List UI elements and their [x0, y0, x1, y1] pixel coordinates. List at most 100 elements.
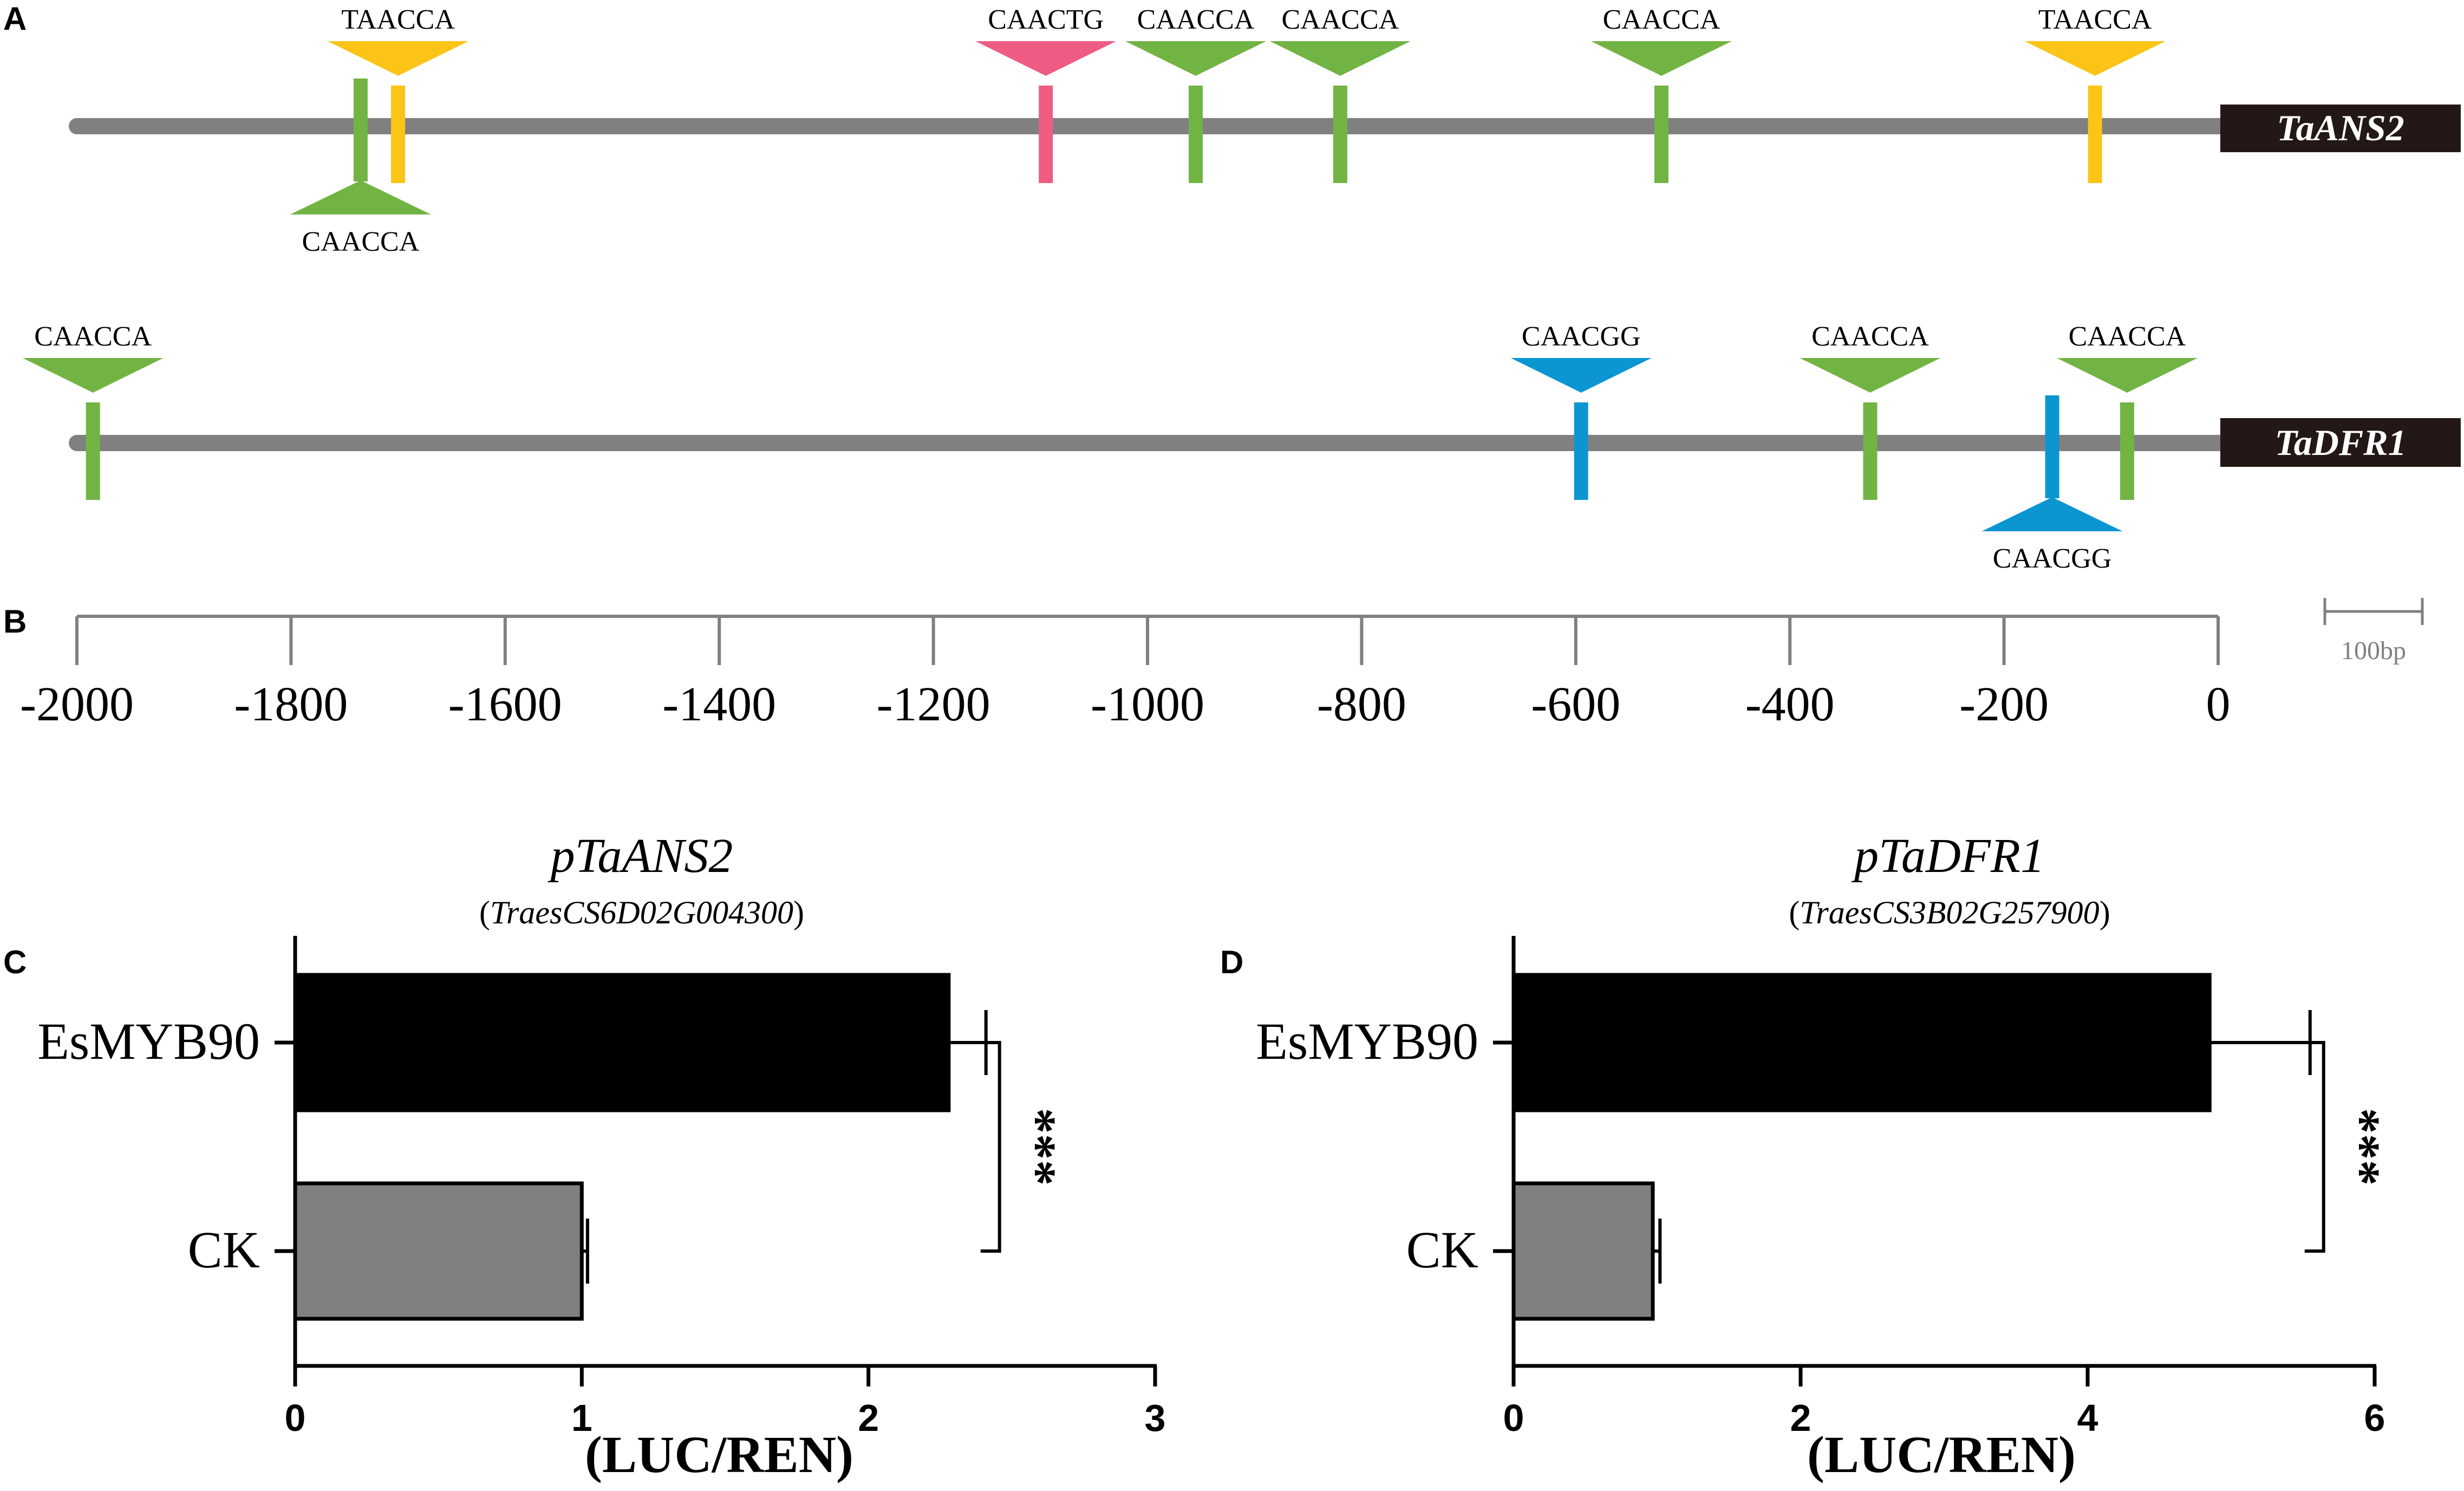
significance-label: ***: [2333, 1108, 2391, 1186]
motif-marker: [1125, 41, 1266, 76]
motif-site: [1800, 358, 1941, 500]
x-tick-label: 6: [2364, 1397, 2385, 1439]
motif-site: [1269, 41, 1411, 183]
bar-esmyb90: [293, 973, 951, 1112]
ruler-ticks: -2000-1800-1600-1400-1200-1000-800-600-4…: [20, 616, 2231, 731]
motif-site: [1125, 41, 1266, 183]
motif-site: [290, 79, 431, 214]
motif-stem: [1574, 402, 1588, 500]
motif-marker: [1510, 358, 1652, 393]
x-tick-label: 3: [1145, 1397, 1166, 1439]
y-tick-label: EsMYB90: [1256, 1012, 1478, 1070]
motif-stem: [1863, 402, 1878, 500]
motif-stem: [1654, 86, 1668, 183]
ruler-tick-label: -400: [1745, 678, 1835, 731]
motif-marker: [1590, 41, 1732, 76]
motif-marker: [2024, 41, 2166, 76]
x-tick-label: 2: [858, 1397, 879, 1439]
motif-site: [1981, 395, 2123, 531]
ruler-tick-label: -600: [1531, 678, 1620, 731]
motif-stem: [353, 79, 368, 181]
motif-marker: [1981, 497, 2123, 531]
x-axis-label: (LUC/REN): [585, 1425, 853, 1483]
ruler-tick-label: -1000: [1091, 678, 1204, 731]
motif-stem: [2120, 402, 2134, 500]
position-ruler: -2000-1800-1600-1400-1200-1000-800-600-4…: [20, 598, 2424, 731]
motif-site: [328, 41, 469, 183]
ruler-tick-label: -1600: [448, 678, 562, 731]
x-tick-label: 2: [1790, 1397, 1811, 1439]
motif-site: [1510, 358, 1652, 500]
motif-site: [2024, 41, 2166, 183]
ruler-tick-label: 0: [2206, 678, 2231, 731]
motif-label: CAACCA: [1603, 4, 1720, 35]
motif-sites: TAACCA CAACCA CAACTG CAACCA CAACCA CAACCA TAAC…: [290, 4, 2166, 257]
significance-bracket: [980, 1041, 1001, 1253]
bar-ck: [293, 1181, 584, 1321]
ruler-tick-label: -1800: [234, 678, 348, 731]
motif-marker: [1800, 358, 1941, 393]
motif-label: CAACCA: [2069, 321, 2186, 352]
motif-site: [2056, 358, 2198, 500]
x-tick-label: 0: [285, 1397, 306, 1439]
gene-name-taans2: TaANS2: [2277, 107, 2404, 148]
significance-bracket: [2304, 1041, 2325, 1253]
bar-ck: [1511, 1181, 1655, 1321]
chart-subtitle-text: TraesCS3B02G257900: [1800, 895, 2099, 930]
motif-stem: [86, 402, 100, 500]
motif-stem: [2088, 86, 2102, 183]
panel-letter-b: B: [3, 603, 27, 640]
chart-subtitle-text: TraesCS6D02G004300: [490, 895, 793, 930]
motif-stem: [2045, 395, 2059, 498]
motif-site: [975, 41, 1117, 183]
x-tick-label: 0: [1503, 1397, 1524, 1439]
x-tick-label: 1: [571, 1397, 592, 1439]
bar-esmyb90: [1511, 973, 2212, 1112]
scale-bar-label: 100bp: [2341, 636, 2406, 665]
motif-label: TAACCA: [2038, 4, 2152, 35]
ruler-tick-label: -800: [1317, 678, 1406, 731]
motif-site: [22, 358, 164, 500]
motif-marker: [290, 180, 431, 214]
significance-label: ***: [1009, 1108, 1067, 1186]
motif-label: CAACTG: [988, 4, 1104, 35]
motif-label: TAACCA: [341, 4, 455, 35]
gene-box: [2220, 105, 2461, 152]
y-tick-label: CK: [1406, 1221, 1478, 1279]
motif-marker: [328, 41, 469, 76]
motif-stem: [1188, 86, 1203, 183]
motif-marker: [22, 358, 164, 393]
x-axis-label: (LUC/REN): [1807, 1425, 2076, 1483]
motif-label: CAACCA: [1811, 321, 1929, 352]
chart-subtitle: (TraesCS3B02G257900): [1789, 895, 2110, 930]
motif-stem: [1039, 86, 1053, 183]
panel-letter-c: C: [3, 944, 27, 980]
motif-stem: [1333, 86, 1347, 183]
x-tick-label: 4: [2077, 1397, 2098, 1439]
motif-label: CAACCA: [302, 226, 420, 257]
ruler-tick-label: -1200: [877, 678, 990, 731]
ruler-tick-label: -1400: [662, 678, 776, 731]
motif-marker: [975, 41, 1117, 76]
motif-marker: [2056, 358, 2198, 393]
chart-subtitle: (TraesCS6D02G004300): [479, 895, 804, 930]
motif-label: CAACGG: [1522, 321, 1641, 352]
motif-label: CAACCA: [34, 321, 152, 352]
motif-label: CAACCA: [1282, 4, 1399, 35]
chart-title: pTaANS2: [547, 829, 733, 883]
ruler-tick-label: -2000: [20, 678, 134, 731]
motif-label: CAACCA: [1137, 4, 1255, 35]
promoter-map-taans2: TaANS2 TAACCA CAACCA CAACTG CAACCA CAACCA CAA…: [69, 4, 2461, 257]
panel-letter-d: D: [1220, 944, 1243, 980]
scale-bar: 100bp: [2323, 598, 2424, 665]
motif-stem: [391, 86, 406, 183]
y-tick-label: CK: [188, 1221, 260, 1279]
ruler-tick-label: -200: [1959, 678, 2049, 731]
panel-letter-a: A: [3, 1, 27, 37]
